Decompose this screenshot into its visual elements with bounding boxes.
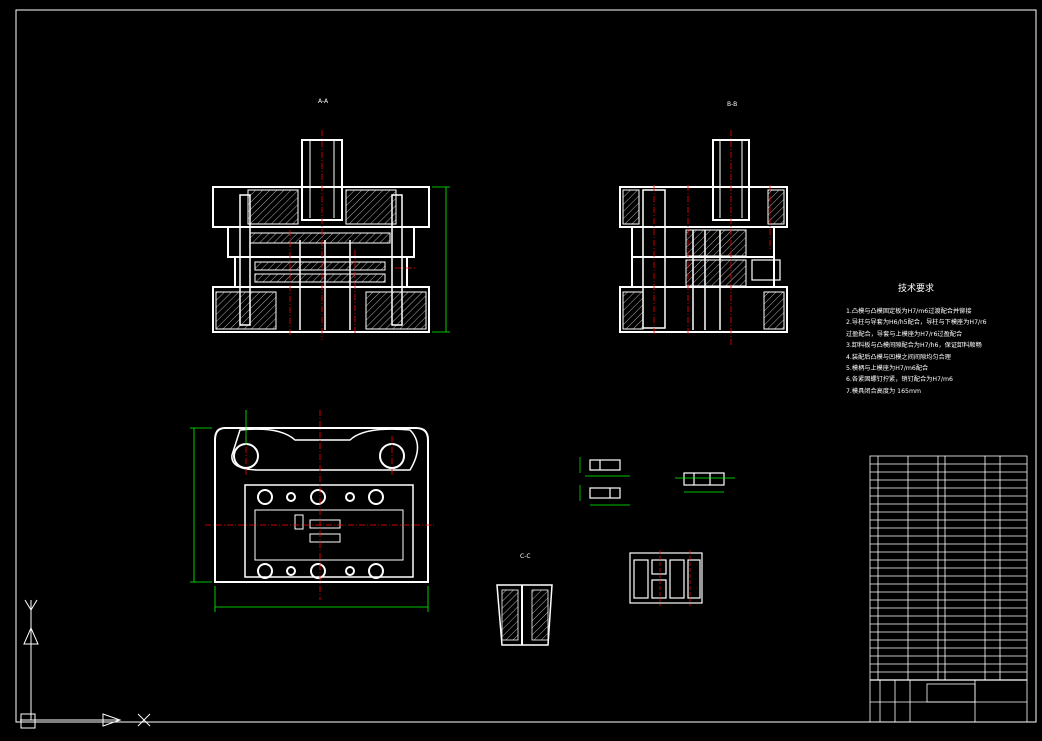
section-view-cc <box>496 584 553 646</box>
side-section-view-bb <box>619 139 788 333</box>
part-detail-1 <box>589 459 621 499</box>
tech-requirement-item: 2.导柱与导套为H6/h5配合，导柱与下模座为H7/r6 <box>846 319 987 327</box>
tech-requirement-item: 4.装配后凸模与凹模之间间隙均匀合理 <box>846 353 951 361</box>
section-label-aa: A-A <box>318 98 329 105</box>
front-view-dimensions <box>432 186 450 333</box>
tech-requirement-item: 5.模柄与上模座为H7/m6配合 <box>846 365 929 373</box>
section-label-cc: C-C <box>520 553 531 560</box>
parts-list-table <box>869 455 1028 723</box>
tech-requirement-item: 过盈配合，导套与上模座为H7/r6过盈配合 <box>846 330 963 338</box>
ucs-axis-icon <box>20 599 151 729</box>
part-detail-1-dims <box>579 457 630 506</box>
front-view-centerlines <box>289 130 415 340</box>
plan-view-centerlines <box>205 410 435 600</box>
tech-requirement-item: 3.卸料板与凸模间隙配合为H7/h6，保证卸料顺畅 <box>846 342 982 350</box>
tech-requirements-title: 技术要求 <box>898 284 935 294</box>
section-label-bb: B-B <box>727 101 738 108</box>
tech-requirements-list: 1.凸模与凸模固定板为H7/m6过渡配合并铆接 2.导柱与导套为H6/h5配合，… <box>846 306 987 397</box>
plan-view-dimensions <box>190 410 429 612</box>
strip-layout <box>629 552 703 604</box>
part-detail-2-dims <box>675 477 735 493</box>
drawing-border <box>15 9 1037 723</box>
tech-requirement-item: 1.凸模与凸模固定板为H7/m6过渡配合并铆接 <box>846 308 972 315</box>
plan-view <box>214 427 429 583</box>
tech-requirement-item: 6.各紧固螺钉拧紧，销钉配合为H7/m6 <box>846 376 953 384</box>
side-view-centerlines <box>653 130 771 345</box>
strip-layout-centerlines <box>659 550 691 606</box>
tech-requirement-item: 7.模具闭合高度为 165mm <box>846 387 922 395</box>
front-section-view-aa <box>212 139 430 333</box>
part-detail-2 <box>683 472 725 486</box>
